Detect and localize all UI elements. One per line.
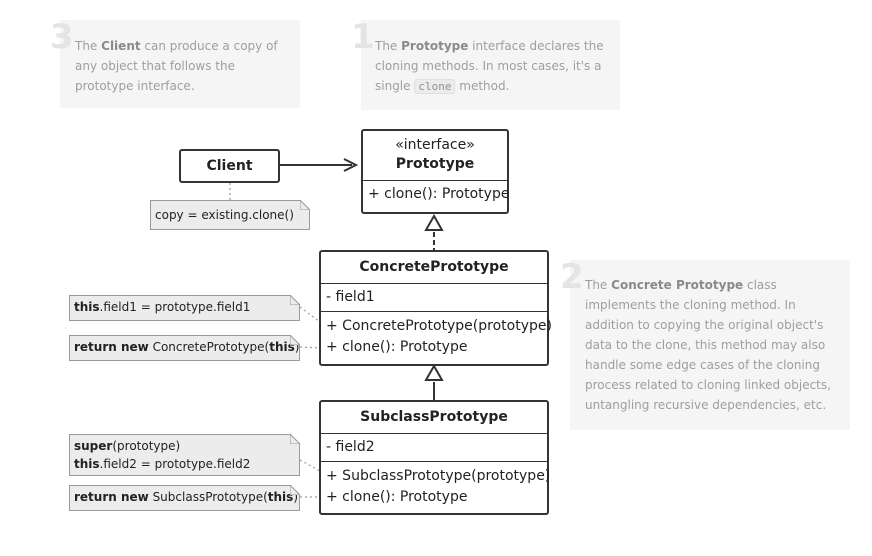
concrete-prototype-class: ConcretePrototype - field1 + ConcretePro…	[319, 250, 552, 366]
fold-corner-icon	[290, 335, 300, 345]
fields-section: - field1	[321, 283, 547, 311]
field: - field2	[326, 439, 375, 455]
callout-prototype: 1 The Prototype interface declares the c…	[351, 20, 620, 110]
callout-number: 1	[351, 17, 375, 57]
fold-corner-icon	[290, 295, 300, 305]
methods-section: + SubclassPrototype(prototype) + clone()…	[321, 461, 551, 508]
callout-client: 3 The Client can produce a copy of any o…	[50, 20, 300, 108]
subclass-clone-note: return new SubclassPrototype(this)	[69, 485, 300, 511]
fold-corner-icon	[300, 200, 310, 210]
fields-section: - field2	[321, 433, 547, 461]
methods-section: + ConcretePrototype(prototype) + clone()…	[321, 311, 552, 358]
field: - field1	[326, 289, 375, 305]
prototype-interface: «interface» Prototype + clone(): Prototy…	[361, 129, 509, 214]
concrete-constructor-note: this.field1 = prototype.field1	[69, 295, 300, 321]
callout-text: The Concrete Prototype class implements …	[585, 278, 831, 412]
method: + clone(): Prototype	[326, 489, 468, 505]
methods-section: + clone(): Prototype	[363, 180, 510, 205]
callout-text: The Client can produce a copy of any obj…	[75, 39, 278, 93]
class-name: SubclassPrototype	[360, 409, 508, 425]
fold-corner-icon	[290, 485, 300, 495]
method: + clone(): Prototype	[368, 186, 510, 202]
method: + ConcretePrototype(prototype)	[326, 318, 552, 334]
subclass-prototype-class: SubclassPrototype - field2 + SubclassPro…	[319, 400, 551, 515]
class-name: Client	[206, 158, 253, 174]
method: + clone(): Prototype	[326, 339, 468, 355]
concrete-clone-note: return new ConcretePrototype(this)	[69, 335, 300, 361]
callout-number: 2	[560, 257, 584, 297]
class-name: Prototype	[395, 156, 475, 172]
stereotype: «interface»	[395, 137, 475, 153]
client-class: Client	[179, 149, 280, 183]
callout-concrete-prototype: 2 The Concrete Prototype class implement…	[560, 260, 850, 430]
callout-text: The Prototype interface declares the clo…	[375, 39, 604, 94]
note-text: copy = existing.clone()	[155, 208, 294, 222]
subclass-constructor-note: super(prototype) this.field2 = prototype…	[69, 434, 300, 476]
client-note: copy = existing.clone()	[150, 200, 310, 230]
fold-corner-icon	[290, 434, 300, 444]
callout-number: 3	[50, 17, 74, 57]
method: + SubclassPrototype(prototype)	[326, 468, 551, 484]
class-name: ConcretePrototype	[359, 259, 509, 275]
